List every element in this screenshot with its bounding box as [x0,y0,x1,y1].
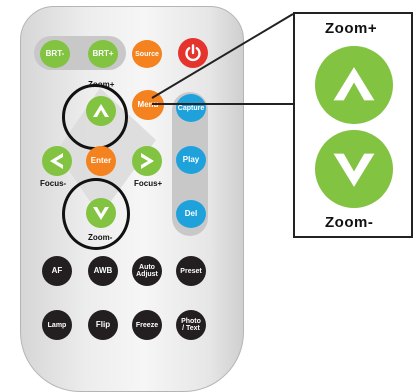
source-button[interactable]: Source [132,40,162,68]
arrow-left-icon [50,153,63,169]
play-button[interactable]: Play [176,146,206,174]
awb-button[interactable]: AWB [88,256,118,286]
arrow-down-icon [333,153,375,187]
callout-zoom-plus-label: Zoom+ [325,20,378,37]
callout-zoom-minus-button [315,130,393,208]
brt-minus-button[interactable]: BRT- [40,40,70,68]
zoom-callout-box: Zoom+ Zoom- [293,12,413,238]
flip-button[interactable]: Flip [88,310,118,340]
arrow-right-icon [141,153,154,169]
auto-adjust-label: Auto Adjust [136,264,158,278]
callout-zoom-plus-button [315,46,393,124]
lamp-button[interactable]: Lamp [42,310,72,340]
auto-adjust-button[interactable]: Auto Adjust [132,256,162,286]
callout-zoom-minus-label: Zoom- [325,214,374,231]
photo-text-button[interactable]: Photo / Text [176,310,206,340]
preset-button[interactable]: Preset [176,256,206,286]
zoom-minus-highlight-ring [62,178,130,250]
del-button[interactable]: Del [176,200,206,228]
power-icon [185,44,201,62]
brt-plus-button[interactable]: BRT+ [88,40,118,68]
capture-button[interactable]: Capture [176,94,206,122]
power-button[interactable] [178,38,208,68]
focus-plus-label: Focus+ [134,179,163,188]
arrow-up-icon [333,67,375,101]
focus-minus-label: Focus- [40,179,67,188]
photo-text-label: Photo / Text [181,318,201,332]
freeze-button[interactable]: Freeze [132,310,162,340]
focus-plus-button[interactable] [132,146,162,176]
af-button[interactable]: AF [42,256,72,286]
enter-button[interactable]: Enter [86,146,116,176]
focus-minus-button[interactable] [42,146,72,176]
